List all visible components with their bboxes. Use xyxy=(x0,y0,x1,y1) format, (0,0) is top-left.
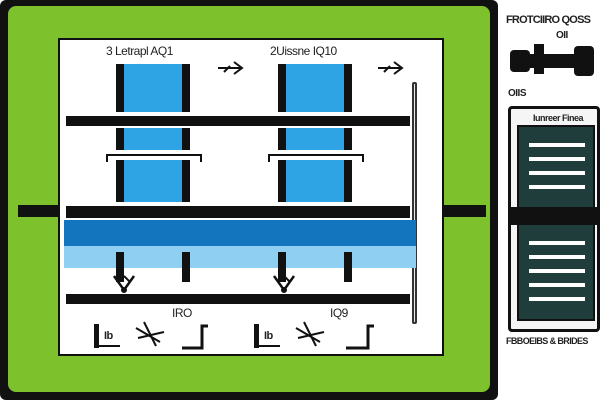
right-component-label: Ib xyxy=(264,330,273,342)
legend-stripe xyxy=(529,157,585,161)
left-value: IRO xyxy=(172,306,192,320)
right-support-leg xyxy=(278,252,286,282)
valve-icon xyxy=(272,275,296,293)
legend-stripe xyxy=(529,171,585,175)
legend-stripe xyxy=(529,269,585,273)
left-middle-tank xyxy=(116,128,190,150)
upper-beam xyxy=(66,116,410,126)
left-upper-tank xyxy=(116,64,190,112)
legend-stripe xyxy=(529,185,585,189)
arrow-right-icon xyxy=(378,61,404,75)
right-lower-tank xyxy=(278,160,352,202)
legend-stripe xyxy=(529,297,585,301)
legend-stripe xyxy=(529,283,585,287)
right-support-leg xyxy=(344,252,352,282)
left-unit-label: 3 Letrapl AQ1 xyxy=(106,44,173,58)
right-connector-bar xyxy=(440,205,486,217)
pipe-connector-icon xyxy=(510,44,594,76)
legend-stripe xyxy=(529,255,585,259)
right-middle-tank xyxy=(278,128,352,150)
right-pump-assembly-icon xyxy=(254,321,374,350)
sidebar-title: FROTCIIRO QOSS xyxy=(506,14,591,26)
sidebar-subtitle: OII xyxy=(556,30,568,41)
left-pump-assembly-icon xyxy=(94,321,208,350)
legend-panel: Iunreer Finea xyxy=(508,106,600,332)
valve-icon xyxy=(112,275,136,293)
left-support-leg xyxy=(116,252,124,282)
legend-band xyxy=(511,207,600,225)
legend-title: Iunreer Finea xyxy=(533,113,584,123)
legend-stripe xyxy=(529,241,585,245)
legend-stripe xyxy=(529,143,585,147)
right-upper-tank xyxy=(278,64,352,112)
left-support-leg xyxy=(182,252,190,282)
right-bracket xyxy=(268,154,364,162)
sidebar-footer: FBBOEIBS & BRIDES xyxy=(506,336,588,346)
arrow-right-icon xyxy=(218,61,244,75)
water-level-light xyxy=(64,246,416,268)
sidebar-section-label: OIIS xyxy=(508,88,527,99)
left-bracket xyxy=(106,154,202,162)
water-level-dark xyxy=(64,220,416,246)
lower-beam xyxy=(66,294,410,304)
vertical-pipe xyxy=(412,82,417,324)
right-value: IQ9 xyxy=(330,306,348,320)
left-lower-tank xyxy=(116,160,190,202)
left-connector-bar xyxy=(18,205,62,217)
right-unit-label: 2Uissne IQ10 xyxy=(270,44,337,58)
middle-beam xyxy=(66,206,410,218)
left-component-label: Ib xyxy=(104,330,113,342)
